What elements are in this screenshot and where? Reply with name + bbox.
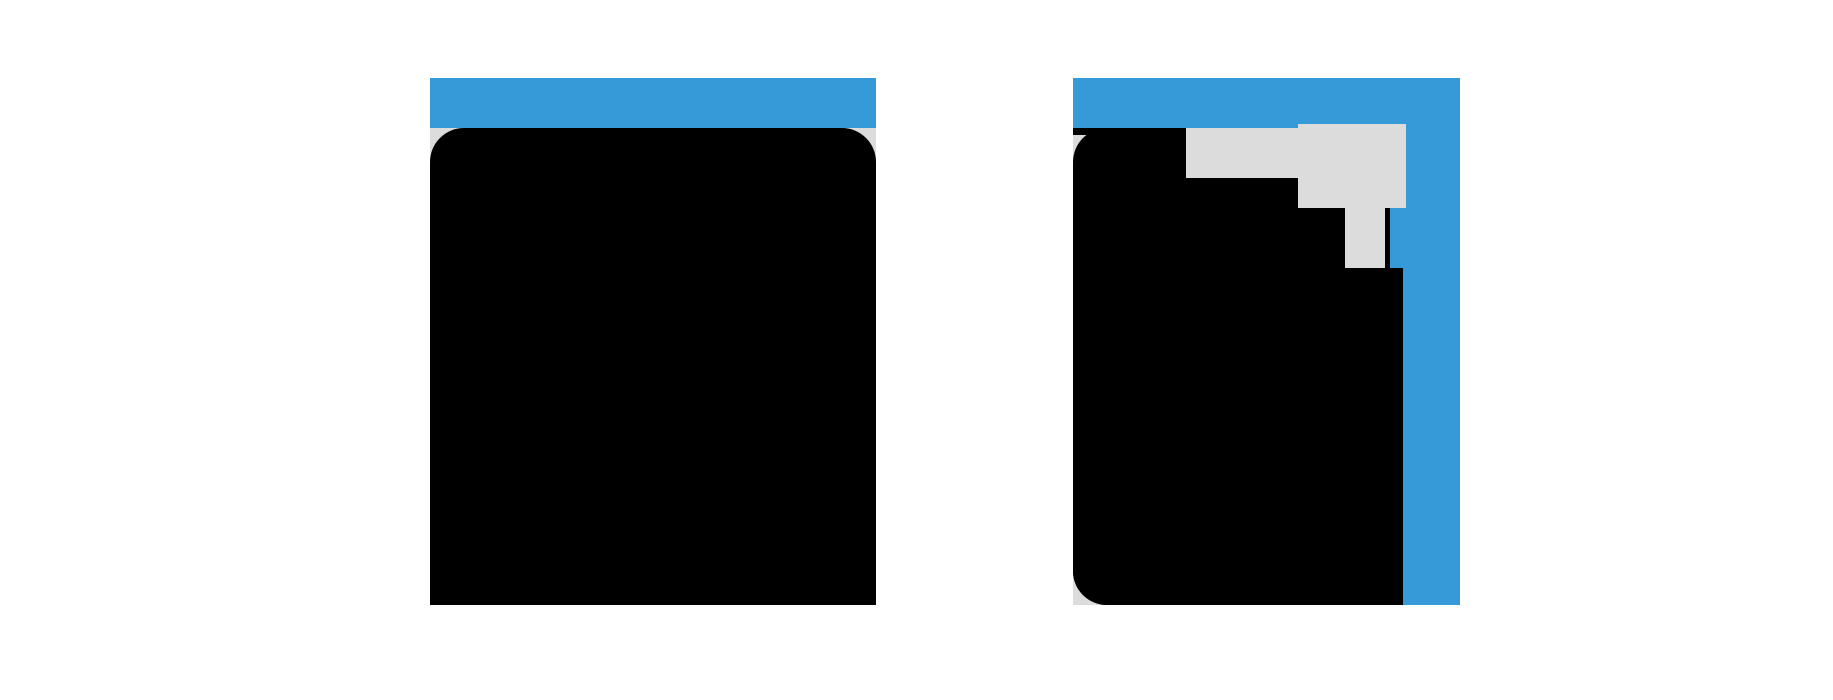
left-panel-content[interactable] — [430, 128, 876, 605]
left-panel-header[interactable] — [430, 78, 876, 128]
right-panel-notch-extension — [1298, 124, 1406, 208]
right-panel-header[interactable] — [1073, 78, 1460, 128]
right-panel[interactable] — [1073, 78, 1460, 605]
right-panel-content-lower — [1073, 268, 1403, 605]
left-panel[interactable] — [430, 78, 876, 605]
